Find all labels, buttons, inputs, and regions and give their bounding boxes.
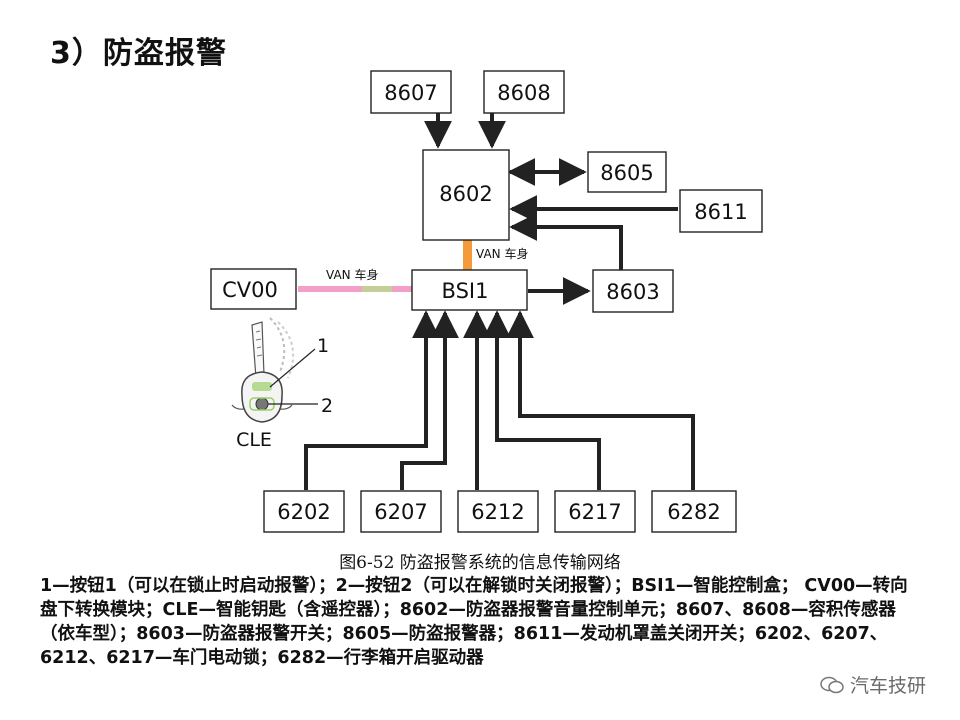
svg-text:8608: 8608 (497, 81, 550, 105)
node-8605: 8605 (587, 151, 667, 193)
node-6212: 6212 (457, 490, 539, 533)
edge-6282-bsi1 (506, 310, 695, 490)
watermark: 汽车技研 (815, 671, 930, 698)
node-6217: 6217 (554, 490, 636, 533)
node-8611: 8611 (679, 189, 763, 233)
node-8602: 8602 (422, 149, 510, 241)
figure-legend: 1—按钮1（可以在锁止时启动报警）；2—按钮2（可以在解锁时关闭报警）；BSI1… (40, 576, 908, 668)
svg-text:8602: 8602 (439, 182, 492, 206)
callout-2: 2 (321, 395, 333, 417)
page-title: 3）防盗报警 (50, 36, 227, 71)
svg-text:8607: 8607 (384, 81, 437, 105)
van-body-label: VAN 车身 (476, 246, 528, 261)
van-left-bus (298, 286, 412, 292)
edge-6217-bsi1 (483, 310, 601, 490)
watermark-text: 汽车技研 (849, 675, 926, 697)
node-6207: 6207 (360, 490, 442, 533)
svg-text:6282: 6282 (667, 500, 720, 524)
network-diagram: VAN 车身 VAN 车身 8607 8608 8602 8605 8611 B… (210, 70, 763, 533)
node-8607: 8607 (370, 70, 452, 114)
edge-8603-8602 (509, 213, 623, 270)
van-left-bus-marker (362, 286, 392, 292)
node-8608: 8608 (483, 70, 565, 114)
svg-text:8603: 8603 (606, 280, 659, 304)
edge-6202-bsi1 (304, 310, 440, 490)
node-cv00: CV00 (210, 268, 297, 310)
svg-text:8605: 8605 (600, 161, 653, 185)
callout-1: 1 (317, 335, 329, 357)
callout-lines (268, 348, 318, 405)
svg-text:6217: 6217 (568, 500, 621, 524)
smart-key-icon (231, 317, 295, 423)
svg-text:BSI1: BSI1 (442, 279, 489, 303)
node-bsi1: BSI1 (411, 269, 528, 311)
cle-label: CLE (236, 429, 272, 451)
node-6282: 6282 (651, 490, 737, 533)
van-body-bus (463, 240, 472, 272)
svg-text:6212: 6212 (471, 500, 524, 524)
svg-text:6202: 6202 (277, 500, 330, 524)
figure-caption-title: 图6-52 防盗报警系统的信息传输网络 (339, 553, 621, 573)
node-6202: 6202 (263, 490, 345, 533)
svg-text:8611: 8611 (694, 200, 747, 224)
edge-6207-bsi1 (400, 310, 459, 490)
svg-text:CV00: CV00 (222, 278, 278, 302)
van-left-label: VAN 车身 (326, 267, 378, 282)
svg-text:6207: 6207 (374, 500, 427, 524)
chat-bubble-icon (820, 676, 844, 693)
node-8603: 8603 (592, 269, 674, 313)
connections (304, 113, 695, 490)
